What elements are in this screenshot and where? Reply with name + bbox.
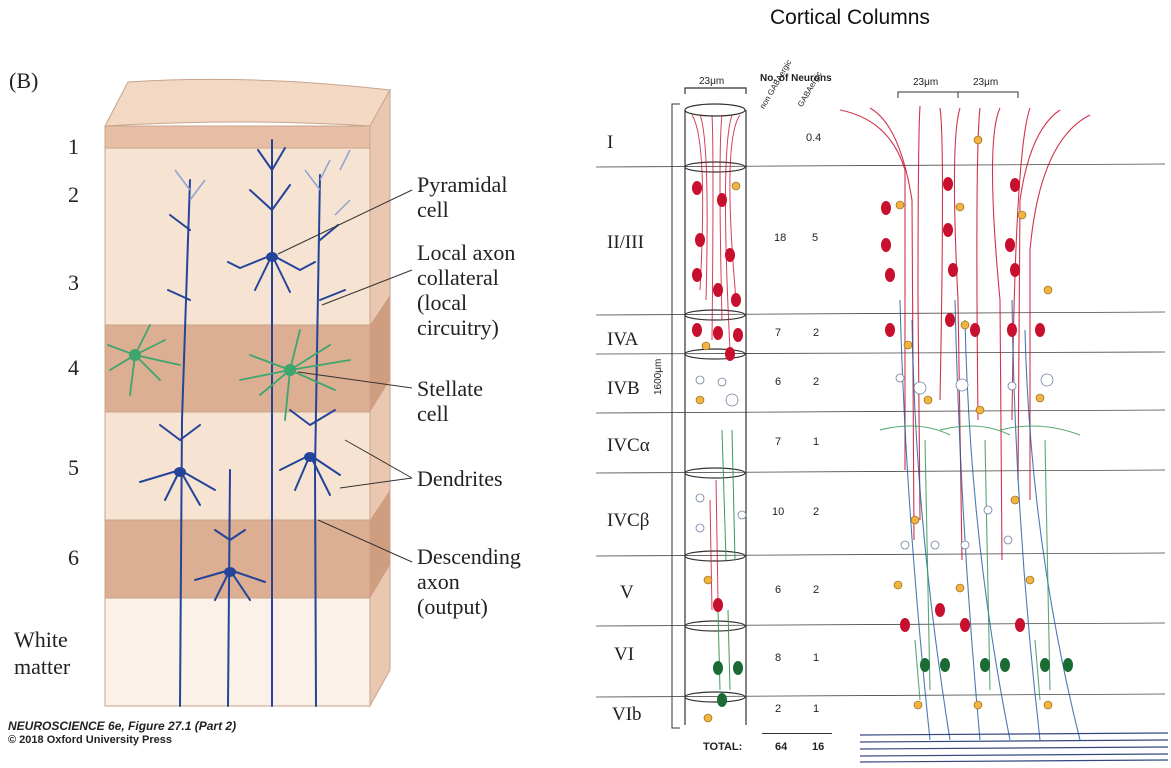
count-non-VI: 8 [775,652,782,664]
count-non-IVCbeta: 10 [772,506,785,518]
column-width-label-1: 23μm [913,77,939,88]
callout-line: Pyramidal [417,172,508,197]
count-gaba-IVA: 2 [813,327,820,339]
callout-descending-axon: Descending axon (output) [417,544,521,619]
total-label: TOTAL: [703,741,743,753]
callout-line: collateral [417,265,499,290]
count-gaba-IVB: 2 [813,376,820,388]
layer-number-4: 4 [68,355,79,380]
callout-pyramidal-cell: Pyramidal cell [417,172,507,222]
layer-number-6: 6 [68,545,79,570]
layer-label-IVA: IVA [607,329,639,350]
total-non-gabaergic: 64 [775,741,788,753]
layer-label-V: V [620,582,634,603]
white-matter-label: White matter [14,626,70,680]
copyright-notice: © 2018 Oxford University Press [8,734,173,746]
layer-label-IVCalpha: IVCα [607,435,650,456]
count-gaba-II-III: 5 [812,232,819,244]
white-matter-line2: matter [14,654,71,679]
layer-number-3: 3 [68,270,79,295]
column-width-label-2: 23μm [973,77,999,88]
count-non-IVCalpha: 7 [775,436,782,448]
callout-line: cell [417,401,449,426]
callout-line: Local axon [417,240,516,265]
count-gaba-VIb: 1 [813,703,820,715]
layer-number-1: 1 [68,134,79,159]
page-title: Cortical Columns [770,6,930,29]
callout-line: Dendrites [417,466,503,491]
callout-line: circuitry) [417,315,499,340]
count-gaba-IVCalpha: 1 [813,436,820,448]
layer-number-2: 2 [68,182,79,207]
count-gaba-V: 2 [813,584,820,596]
layer-label-II-III: II/III [607,232,644,253]
count-non-IVB: 6 [775,376,782,388]
callout-stellate-cell: Stellate cell [417,376,483,426]
layer-label-IVB: IVB [607,378,640,399]
neuron-count-header: No. of Neurons [760,73,832,84]
count-gaba-VI: 1 [813,652,820,664]
layer-number-5: 5 [68,455,79,480]
layer-label-VI: VI [614,644,635,665]
callout-dendrites: Dendrites [417,466,503,491]
column-width-label: 23μm [699,76,725,87]
count-non-VIb: 2 [775,703,782,715]
count-gaba-I: 0.4 [806,132,822,144]
total-divider [762,733,832,734]
callout-line: axon [417,569,460,594]
callout-line: cell [417,197,449,222]
callout-line: Stellate [417,376,483,401]
callout-line: Descending [417,544,521,569]
layer-label-I: I [607,132,614,153]
count-non-II-III: 18 [774,232,787,244]
callout-line: (local [417,290,468,315]
column-height-label: 1600μm [653,358,664,395]
white-matter-line1: White [14,627,68,652]
count-non-V: 6 [775,584,782,596]
callout-line: (output) [417,594,488,619]
total-gabaergic: 16 [812,741,825,753]
layer-label-IVCbeta: IVCβ [607,510,650,531]
callout-local-axon: Local axon collateral (local circuitry) [417,240,515,340]
count-non-IVA: 7 [775,327,782,339]
count-gaba-IVCbeta: 2 [813,506,820,518]
figure-credit: NEUROSCIENCE 6e, Figure 27.1 (Part 2) [8,719,237,733]
panel-label: (B) [9,68,39,93]
layer-label-VIb: VIb [612,704,642,725]
